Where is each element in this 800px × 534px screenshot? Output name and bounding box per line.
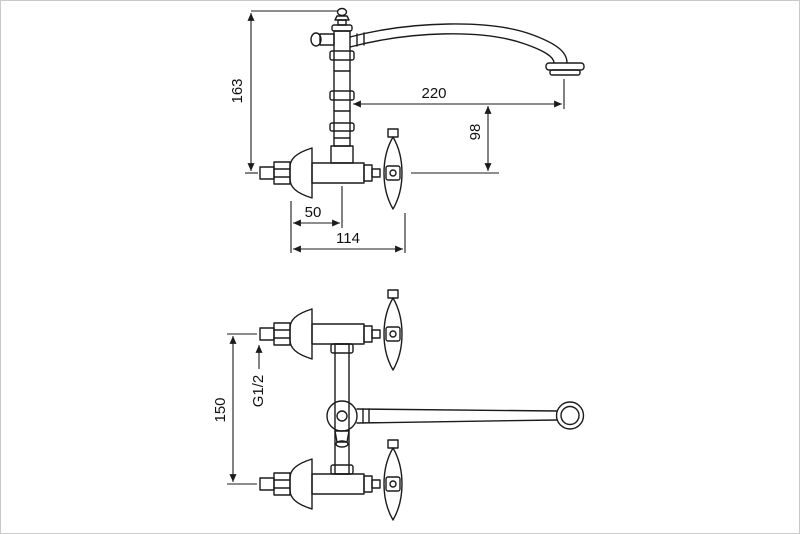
upper-wall-mount	[259, 289, 403, 371]
front-view: G1/2 150	[212, 289, 585, 521]
inlet-stub	[259, 327, 275, 341]
dimension-g12: G1/2	[250, 345, 267, 407]
spout-pivot-center	[336, 410, 348, 422]
dim-163-label: 163	[229, 78, 246, 103]
hex-nut	[273, 322, 291, 346]
handle-screw	[389, 169, 397, 177]
column-base-collar	[330, 145, 354, 164]
handle-screw	[389, 330, 397, 338]
handle-hub	[385, 476, 401, 492]
column-body	[333, 30, 351, 147]
wall-flange	[289, 147, 313, 199]
spout-end-inner	[560, 405, 580, 426]
body-tube	[334, 343, 350, 475]
dim-g12-label: G1/2	[250, 375, 267, 408]
mount-body	[311, 323, 365, 345]
handle-hub	[385, 326, 401, 342]
spout-top-curve	[349, 23, 568, 64]
dimension-163: 163	[229, 10, 337, 174]
column-ring	[329, 50, 355, 61]
handle-arms	[383, 447, 403, 521]
dim-220-label: 220	[421, 85, 446, 102]
dimension-98: 98	[411, 106, 499, 174]
handle-stem	[371, 168, 381, 178]
handle-hub	[385, 165, 401, 181]
side-fitting-body	[319, 33, 335, 46]
body-collar	[330, 464, 354, 475]
spout	[349, 23, 585, 76]
hex-nut	[273, 472, 291, 496]
dimension-114: 114	[293, 213, 406, 253]
handle-top-cap	[387, 439, 399, 449]
side-fitting	[310, 32, 335, 47]
handle-stem	[371, 479, 381, 489]
dim-150-label: 150	[212, 397, 229, 422]
dimension-150: 150	[212, 333, 257, 485]
valve-ring	[363, 325, 373, 343]
dim-50-label: 50	[305, 204, 322, 221]
mount-body	[311, 473, 365, 495]
spout-column	[329, 7, 355, 164]
dimension-50: 50	[290, 186, 343, 253]
dim-98-label: 98	[467, 124, 484, 141]
handle-arms	[383, 297, 403, 371]
dim-114-label: 114	[336, 230, 360, 247]
column-ring	[329, 90, 355, 101]
spout-outlet-lip	[549, 69, 581, 76]
valve-ring	[363, 164, 373, 182]
spout-outlet-flange	[545, 62, 585, 71]
spout-tube-bottom	[356, 419, 558, 424]
column-finial-neck	[337, 19, 347, 26]
dimension-220: 220	[353, 79, 565, 109]
handle-top-cap	[387, 128, 399, 138]
column-finial-ball	[336, 7, 348, 17]
spout-bottom-curve	[349, 33, 555, 64]
pivot-knob-tip	[335, 440, 349, 448]
side-view: 163 220 98 50	[229, 7, 585, 253]
inlet-stub	[259, 166, 275, 180]
cross-handle-side	[383, 128, 403, 210]
inlet-stub	[259, 477, 275, 491]
body-collar	[330, 343, 354, 354]
handle-stem	[371, 329, 381, 339]
handle-screw	[389, 480, 397, 488]
side-fitting-knob	[310, 32, 322, 47]
column-finial-base	[331, 24, 353, 32]
wall-mount	[259, 147, 381, 199]
column-ring	[329, 122, 355, 132]
wall-flange	[289, 458, 313, 510]
spout-pivot	[326, 400, 358, 432]
wall-flange	[289, 308, 313, 360]
handle-top-cap	[387, 289, 399, 299]
body-column	[326, 343, 358, 475]
spout-tube-top	[356, 408, 558, 412]
lower-wall-mount	[259, 439, 403, 521]
hex-nut	[273, 161, 291, 185]
column-finial-collar	[334, 15, 350, 21]
valve-ring	[363, 475, 373, 493]
mount-body	[311, 162, 365, 184]
spout-end-outer	[555, 401, 585, 430]
swivel-spout	[356, 401, 585, 430]
handle-arms	[383, 136, 403, 210]
